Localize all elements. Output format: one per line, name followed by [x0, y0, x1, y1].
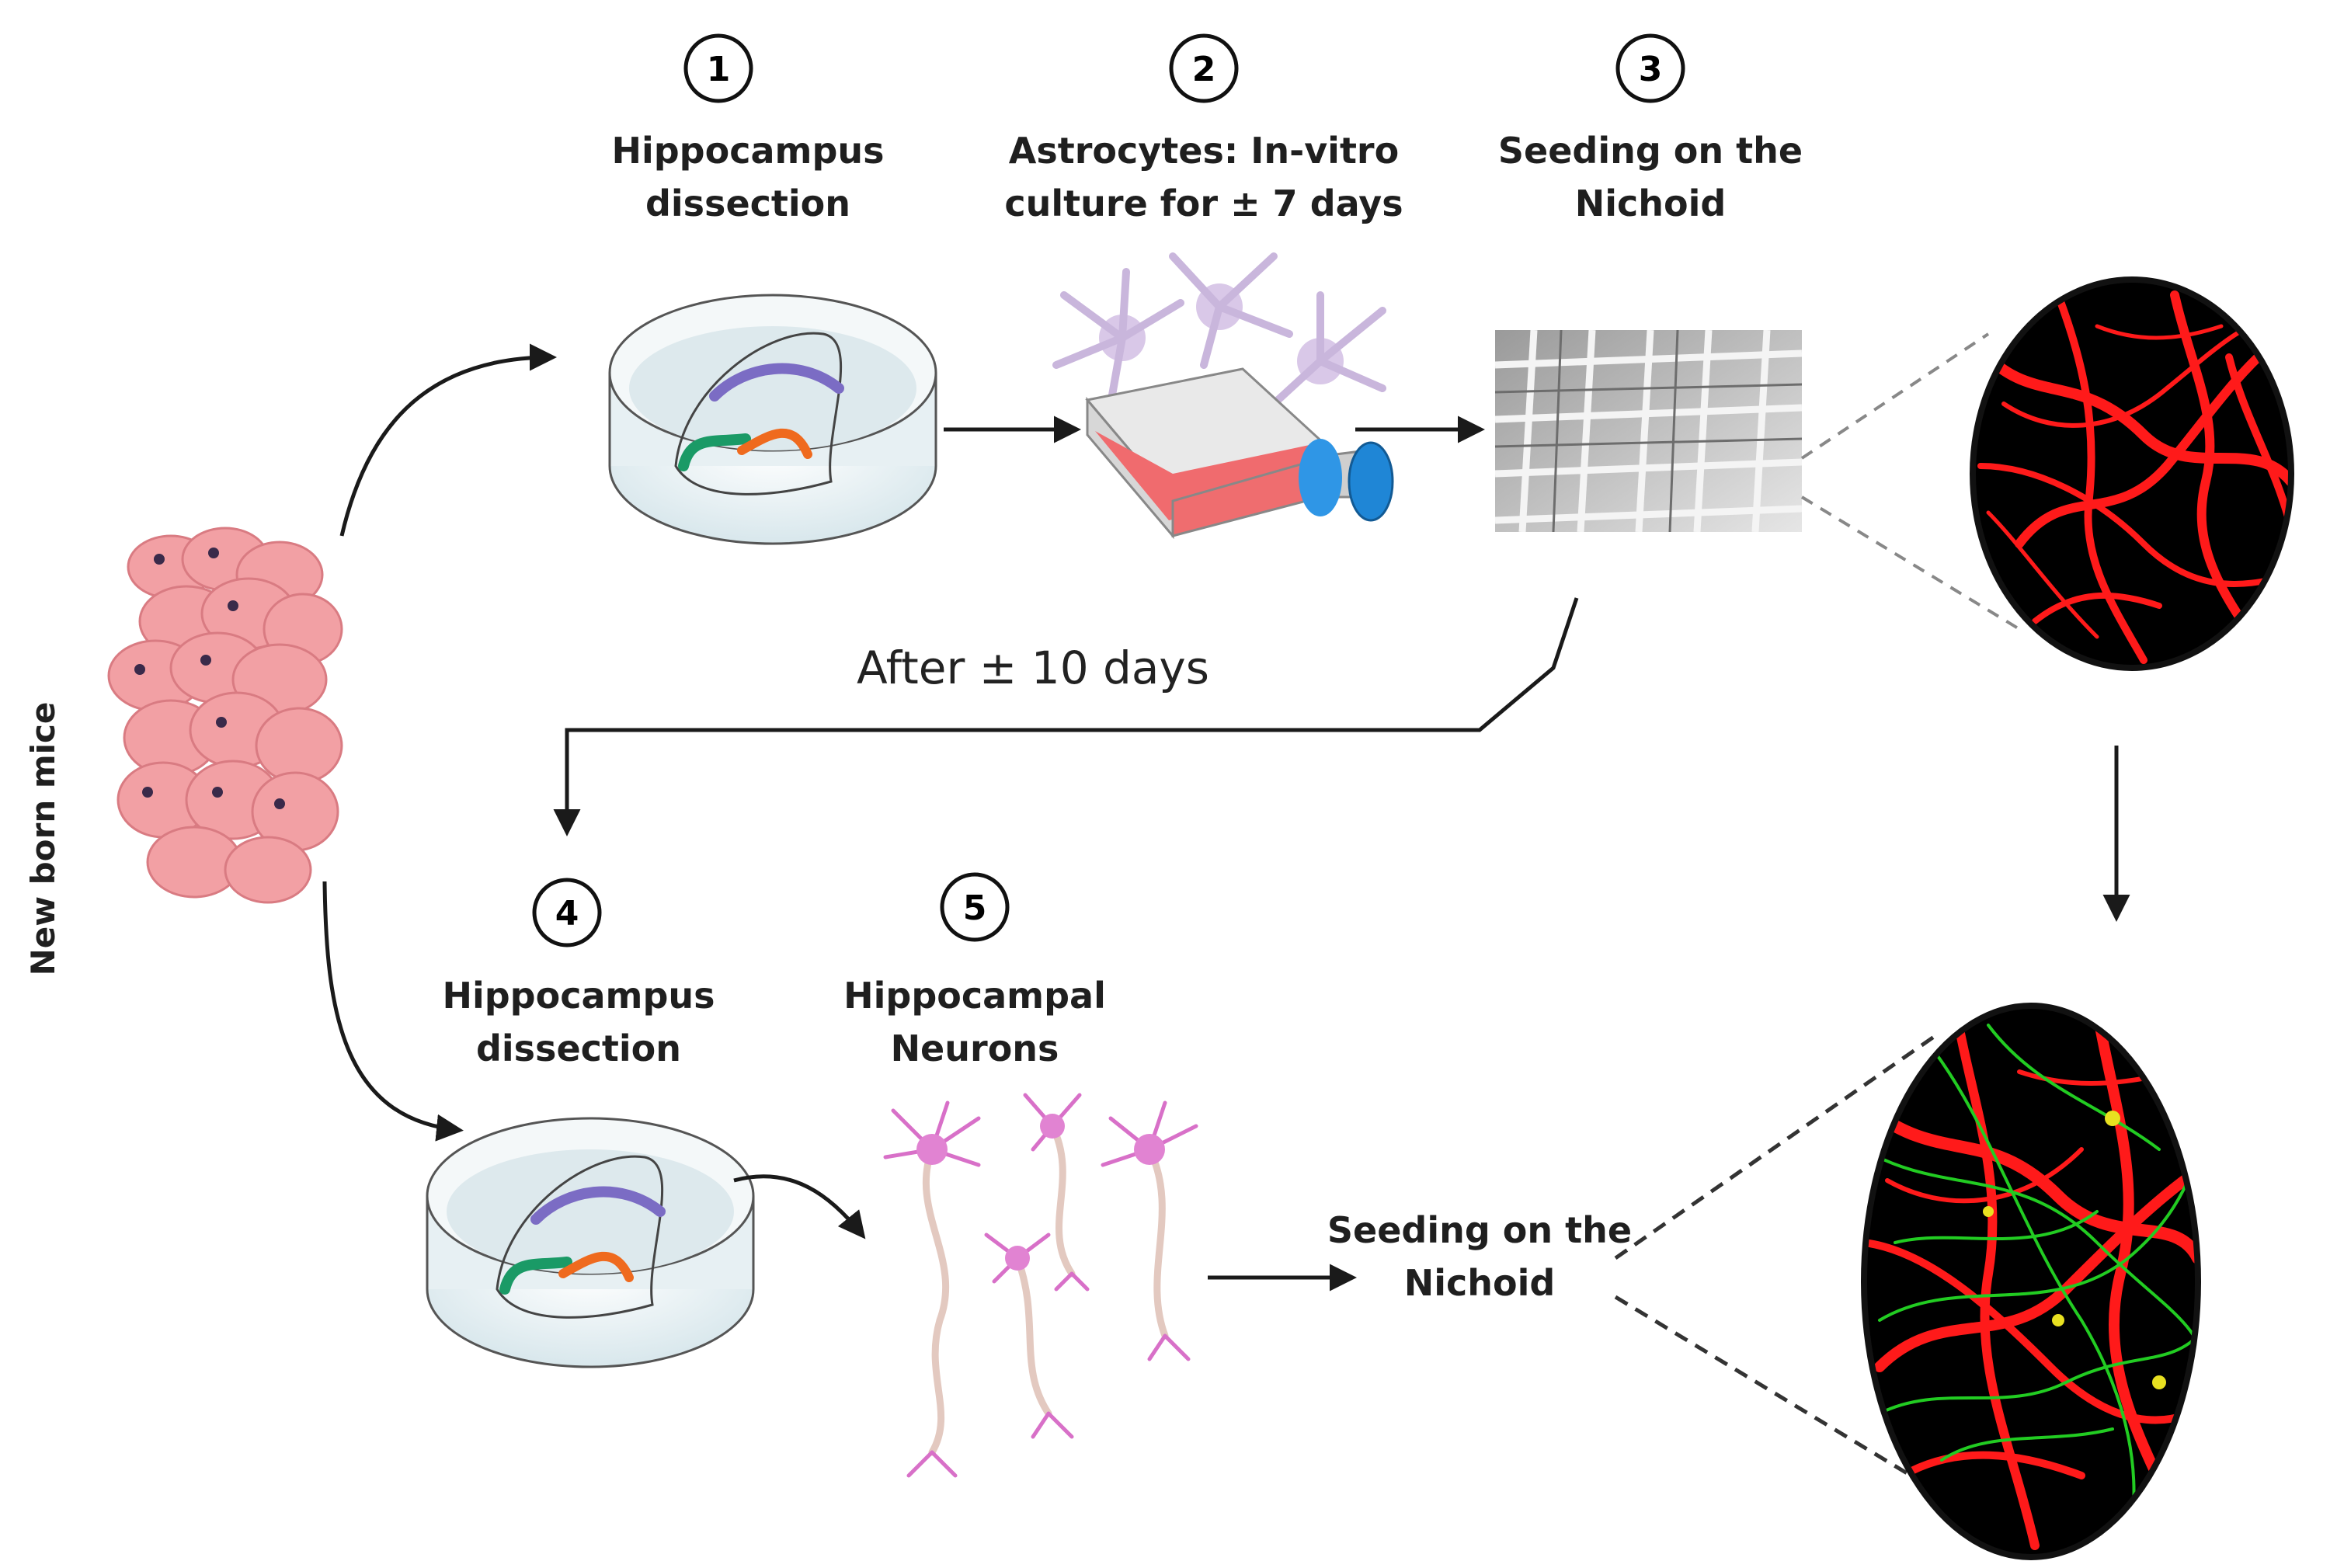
- neurons-illustration: [883, 1093, 1198, 1478]
- step-number-circle: [683, 33, 753, 103]
- astrocytes-illustration: [1052, 252, 1386, 408]
- step-number-circle: [532, 878, 602, 947]
- arrow-dish-to-neurons: [733, 1174, 866, 1239]
- step-label-line1: Hippocampus: [611, 130, 884, 172]
- hippocampus-orange: [737, 428, 812, 459]
- hippocampus-purple: [709, 363, 844, 402]
- arrow-mice-to-dish-top: [339, 343, 557, 537]
- arrow-after-days: [553, 597, 1579, 836]
- step-number-circle: [1169, 33, 1239, 103]
- astrocyte-fluorescence-image: [1970, 276, 2294, 671]
- step-label-line2: dissection: [476, 1027, 681, 1069]
- step-3: 3 Seeding on the Nichoid: [1498, 33, 1803, 224]
- step-number: 5: [963, 888, 987, 928]
- zoom-line-bottom-lower: [1614, 1295, 1951, 1501]
- step-label-line2: dissection: [645, 183, 850, 224]
- seeding-bottom-line1: Seeding on the: [1327, 1209, 1632, 1251]
- zoom-line-bottom-upper: [1614, 1034, 1935, 1260]
- hippocampus-green: [678, 433, 751, 471]
- step-label-line2: Nichoid: [1575, 183, 1727, 224]
- culture-flask: [1085, 367, 1394, 540]
- step-label-line1: Astrocytes: In-vitro: [1009, 130, 1399, 172]
- step-label-line1: Hippocampal: [843, 975, 1106, 1017]
- side-label: New born mice: [24, 702, 62, 976]
- step-number-circle: [1615, 33, 1685, 103]
- after-days-label: After ± 10 days: [857, 641, 1209, 694]
- step-number: 2: [1192, 50, 1216, 89]
- step-label-line2: culture for ± 7 days: [1004, 183, 1403, 224]
- step-label-line1: Seeding on the: [1498, 130, 1803, 172]
- newborn-mice-illustration: [107, 527, 343, 904]
- zoom-line-top-upper: [1800, 332, 1990, 460]
- step-number: 1: [707, 50, 731, 89]
- arrow-mice-to-dish-bottom: [322, 881, 464, 1142]
- step-1: 1 Hippocampus dissection: [611, 33, 885, 224]
- step-number: 4: [555, 894, 579, 933]
- step-label-line2: Neurons: [891, 1027, 1059, 1069]
- step-5: 5 Hippocampal Neurons: [843, 872, 1106, 1069]
- step-4: 4 Hippocampus dissection: [442, 878, 715, 1069]
- coculture-fluorescence-image: [1861, 1003, 2201, 1560]
- nichoid-scaffold-image: [1495, 330, 1802, 532]
- step-number: 3: [1639, 50, 1663, 89]
- step-2: 2 Astrocytes: In-vitro culture for ± 7 d…: [1004, 33, 1403, 224]
- petri-dish-bottom: [426, 1117, 755, 1368]
- step-label-line1: Hippocampus: [442, 975, 715, 1017]
- seeding-bottom-line2: Nichoid: [1404, 1262, 1556, 1304]
- step-number-circle: [940, 872, 1010, 942]
- petri-dish-top: [608, 294, 937, 545]
- flask-cap: [1348, 441, 1394, 522]
